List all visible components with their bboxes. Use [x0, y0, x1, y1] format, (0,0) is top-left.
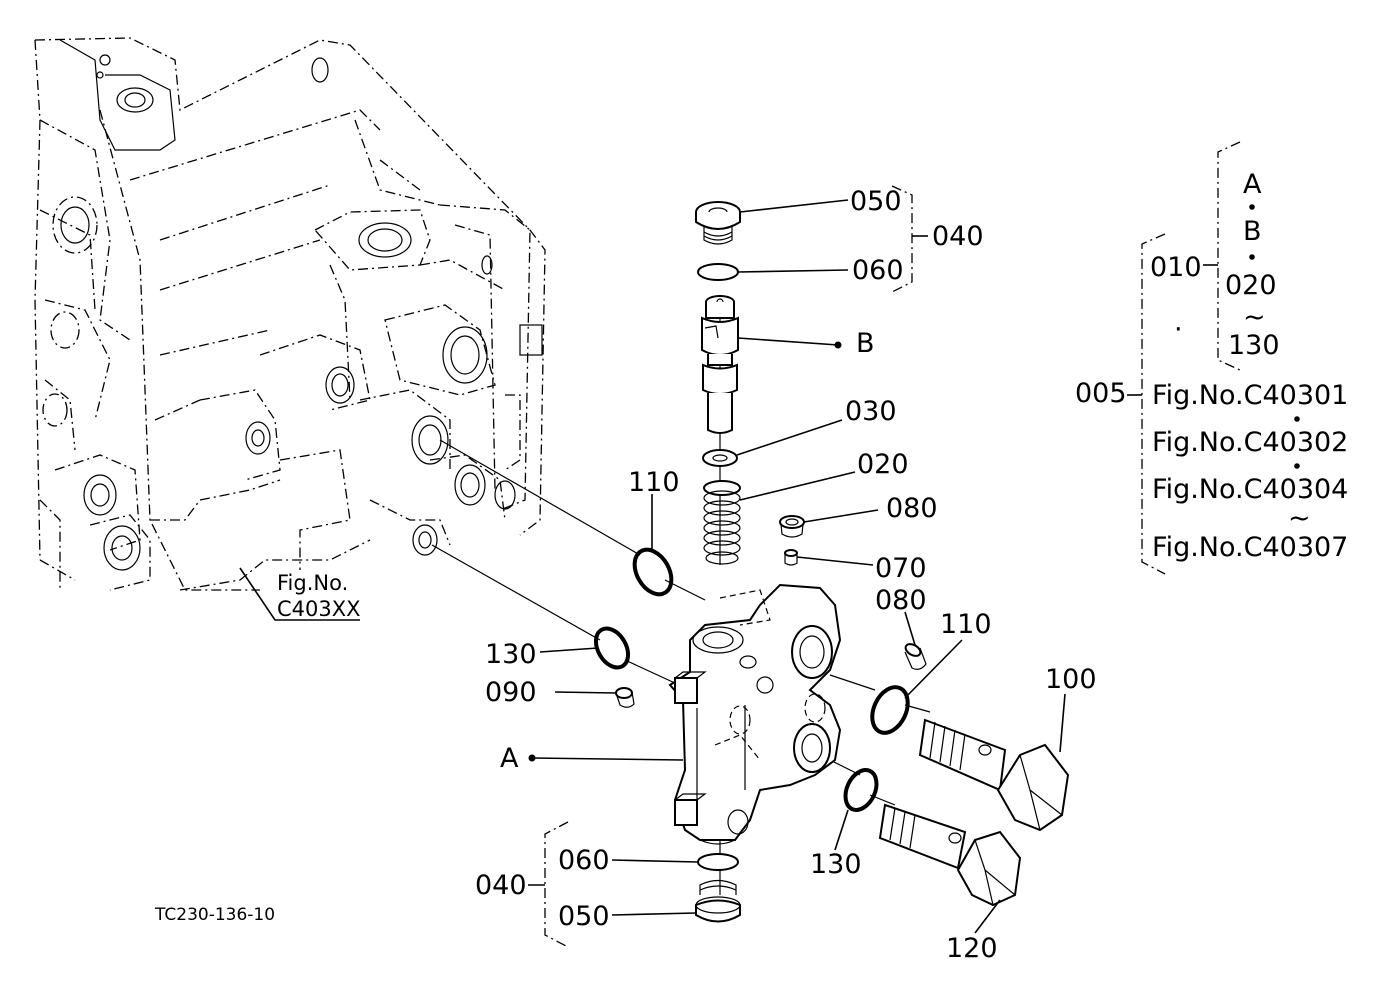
assembly-dot: ·: [1174, 314, 1183, 345]
assembly-sep-dot-4: [1294, 463, 1300, 469]
valve-body-a: [668, 583, 842, 845]
callout-110-right: 110: [940, 609, 992, 640]
washer-030: [702, 449, 738, 467]
assembly-sep-dot-3: [1294, 416, 1300, 422]
callout-ref-a: A: [500, 743, 519, 774]
assembly-sub-b: B: [1243, 216, 1262, 247]
assembly-fig-2: Fig.No.C40302: [1152, 427, 1348, 458]
callout-040-bottom: 040: [475, 870, 527, 901]
assembly-fig-1: Fig.No.C40301: [1152, 380, 1348, 411]
callout-130-bottom: 130: [810, 849, 862, 880]
fig-ref-line1: Fig.No.: [277, 571, 348, 595]
callout-060-top: 060: [852, 255, 904, 286]
assembly-sub-a: A: [1243, 169, 1262, 200]
plug-080-right: [904, 643, 927, 670]
assembly-tilde-2: ~: [1288, 503, 1311, 534]
assembly-010: 010: [1150, 252, 1202, 283]
callout-050-top: 050: [850, 186, 902, 217]
ref-a-dot: [528, 754, 536, 762]
o-ring-110-left: [632, 547, 674, 597]
o-ring-110-right: [870, 685, 910, 735]
o-ring-060-bottom: [697, 853, 739, 871]
callout-020: 020: [857, 449, 909, 480]
drawing-code: TC230-136-10: [154, 905, 275, 925]
ref-b-dot: [834, 341, 842, 349]
housing-figure-reference: Fig.No. C403XX: [239, 567, 361, 621]
plug-050-bottom: [695, 879, 741, 923]
callout-080-upper: 080: [886, 493, 938, 524]
assembly-sep-dot-2: [1249, 254, 1255, 260]
set-screw-090: [615, 687, 635, 708]
callout-110-left: 110: [628, 467, 680, 498]
callout-labels: 050 060 040 B 030 020 080 070 080 110 11…: [154, 186, 1097, 964]
assembly-tree: 010 · A B 020 ~ 130 005 Fig.No.C40301 Fi…: [1075, 141, 1348, 575]
fig-ref-line2: C403XX: [277, 597, 361, 621]
o-ring-130-bottom: [843, 768, 879, 812]
callout-060-bottom: 060: [558, 845, 610, 876]
assembly-tilde-1: ~: [1243, 302, 1266, 333]
assembly-sub-020: 020: [1225, 270, 1277, 301]
plug-080-upper: [779, 515, 805, 538]
spring-020: [703, 480, 741, 565]
callout-120: 120: [946, 933, 998, 964]
assembly-fig-4: Fig.No.C40307: [1152, 532, 1348, 563]
callout-090: 090: [485, 677, 537, 708]
callout-leaders: [528, 185, 1066, 948]
callout-130-left: 130: [485, 639, 537, 670]
assembly-fig-3: Fig.No.C40304: [1152, 474, 1348, 505]
banjo-bolt-120: [878, 803, 1022, 907]
callout-100: 100: [1045, 664, 1097, 695]
assembly-sep-dot-1: [1249, 204, 1255, 210]
callout-080-right: 080: [875, 585, 927, 616]
callout-030: 030: [845, 396, 897, 427]
callout-070: 070: [875, 553, 927, 584]
callout-040-top: 040: [932, 221, 984, 252]
set-screw-070: [784, 549, 798, 566]
valve-spool-b: [701, 295, 739, 434]
callout-050-bottom: 050: [558, 901, 610, 932]
assembly-005: 005: [1075, 378, 1127, 409]
o-ring-060-top: [697, 263, 739, 281]
transmission-housing: [34, 37, 546, 591]
o-ring-130-left: [593, 626, 631, 670]
callout-ref-b: B: [856, 328, 875, 359]
assembly-sub-130: 130: [1228, 330, 1280, 361]
plug-050-top: [695, 201, 741, 245]
banjo-bolt-100: [918, 718, 1070, 832]
